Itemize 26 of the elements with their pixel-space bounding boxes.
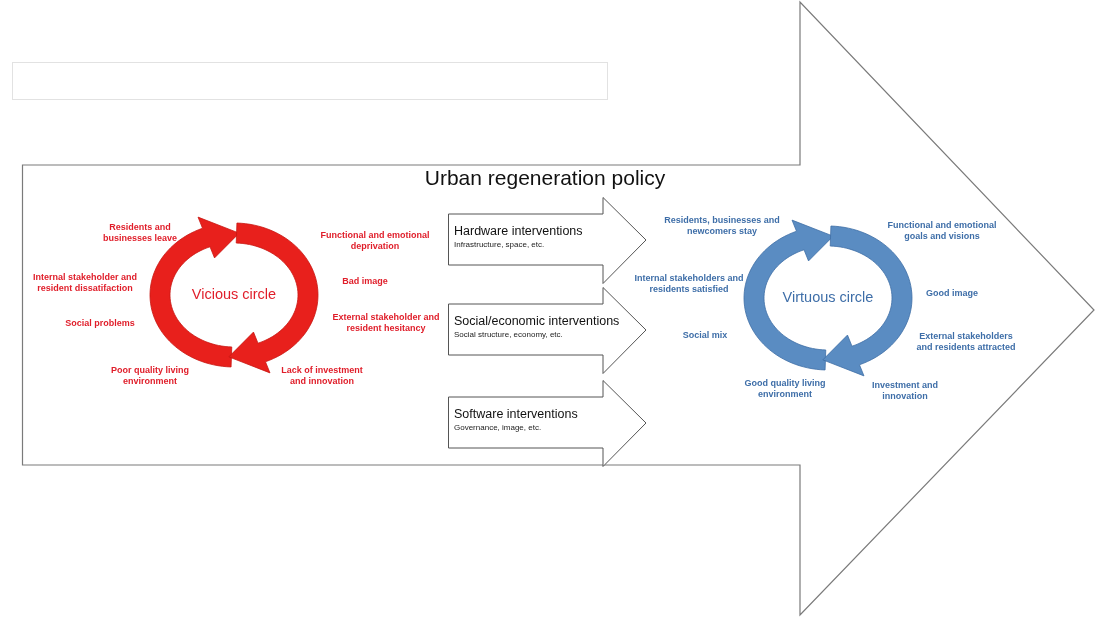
cycle-title: Virtuous circle — [781, 288, 875, 306]
cycle-stage-label: Internal stakeholders and residents satisfied — [633, 273, 745, 295]
cycle-stage-label: Bad image — [341, 276, 389, 287]
intervention-heading: Hardware interventions — [454, 224, 583, 239]
intervention-heading: Software interventions — [454, 407, 578, 422]
cycle-stage-label: External stakeholders and residents attracted — [915, 331, 1017, 353]
cycle-title: Vicious circle — [190, 285, 278, 303]
cycle-stage-label: Investment and innovation — [871, 380, 939, 402]
cycle-stage-label: External stakeholder and resident hesitancy — [331, 312, 441, 334]
cycle-stage-label: Lack of investment and innovation — [280, 365, 364, 387]
cycle-stage-label: Good quality living environment — [743, 378, 827, 400]
cycle-stage-label: Internal stakeholder and resident dissatifaction — [32, 272, 138, 294]
cycle-stage-label: Social problems — [64, 318, 136, 329]
cycle-stage-label: Good image — [925, 288, 979, 299]
cycle-stage-label: Residents, businesses and newcomers stay — [663, 215, 781, 237]
cycle-stage-label: Residents and businesses leave — [101, 222, 179, 244]
intervention-description: Infrastructure, space, etc. — [454, 240, 545, 250]
cycle-stage-label: Functional and emotional goals and visions — [886, 220, 998, 242]
empty-box — [12, 62, 608, 100]
cycle-stage-label: Social mix — [681, 330, 729, 341]
intervention-description: Governance, image, etc. — [454, 423, 542, 433]
intervention-description: Social structure, economy, etc. — [454, 330, 563, 340]
intervention-heading: Social/economic interventions — [454, 314, 620, 329]
cycle-stage-label: Poor quality living environment — [110, 365, 190, 387]
cycle-stage-label: Functional and emotional deprivation — [319, 230, 431, 252]
policy-title: Urban regeneration policy — [423, 166, 667, 190]
